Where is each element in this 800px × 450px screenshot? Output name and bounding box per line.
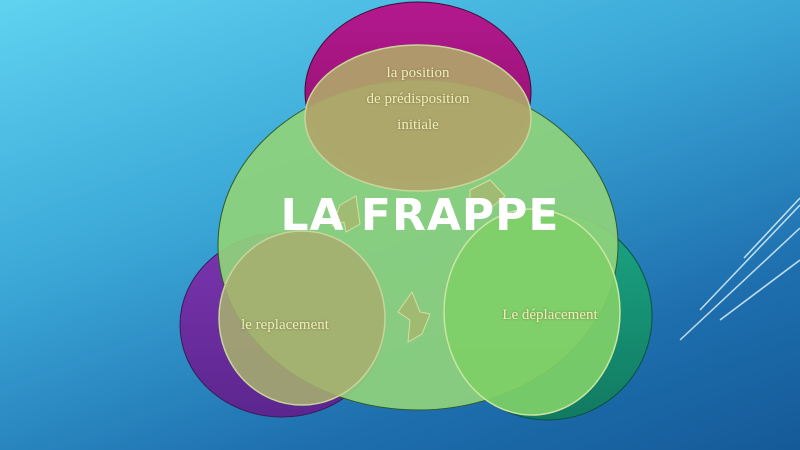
arrow-down-icon [397,290,431,343]
arrow-right-icon [469,179,506,213]
cycle-arrow-icons [331,179,506,343]
left-node-label: le replacement [241,317,329,333]
left-inner-circle [218,230,386,406]
right-inner-circle [443,208,621,416]
decorative-lines [679,197,800,341]
top-node-label: la position de prédisposition initiale [366,65,470,133]
top-inner-circle [304,44,532,192]
diagram-title: LA FRAPPE [280,190,560,241]
right-node-label: Le déplacement [502,307,598,323]
arrow-left-icon [331,195,361,233]
